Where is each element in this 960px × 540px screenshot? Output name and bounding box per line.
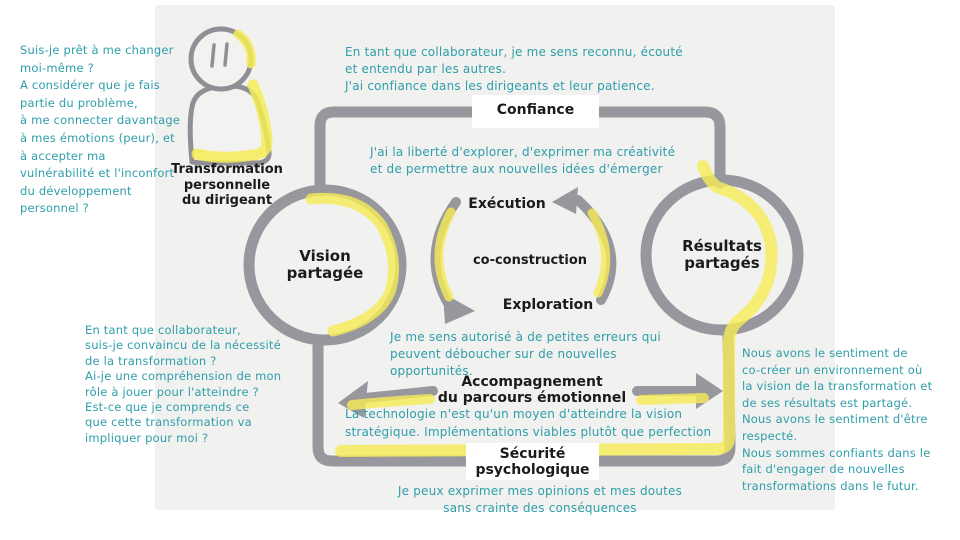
label-execution: Exécution [468,196,546,212]
person-label: Transformation personnelle du dirigeant [171,162,283,208]
statement-top-middle: En tant que collaborateur, je me sens re… [345,45,683,93]
statement-technologie: La technologie n'est qu'un moyen d'attei… [345,407,712,439]
person-icon [187,26,273,166]
highlight-right-loop [335,160,778,457]
highlight-cycle-right [587,208,611,298]
label-resultats: Résultats partagés [682,237,762,272]
securite-box [466,443,599,480]
label-coconstruction: co-construction [472,253,588,268]
arrow-right-head-icon [696,373,723,409]
confiance-box [472,95,599,128]
statement-bottom: Je peux exprimer mes opinions et mes dou… [397,484,683,515]
highlight-left-circle [305,192,400,337]
paper-canvas [155,5,835,510]
vision-circle [243,184,407,346]
resultats-circle [640,174,804,336]
question-left-middle: En tant que collaborateur, suis-je conva… [85,323,282,445]
label-exploration: Exploration [502,297,594,313]
highlight-arrow-left [347,394,435,410]
label-vision: Vision partagée [286,247,364,282]
statement-erreurs: Je me sens autorisé à de petites erreurs… [390,330,661,378]
arrow-left-shaft [360,386,438,403]
cycle-right-arrowhead-icon [552,187,578,214]
label-securite: Sécurité psychologique [475,446,590,478]
statement-right: Nous avons le sentiment de co-créer un e… [742,346,933,493]
highlight-arrow-right [636,393,709,405]
highlight-cycle-left [434,207,456,302]
label-accompagnement: Accompagnement du parcours émotionnel [437,374,627,406]
statement-liberte: J'ai la liberté d'explorer, d'exprimer m… [370,145,676,176]
label-confiance: Confiance [496,102,575,118]
question-top-left: Suis-je prêt à me changer moi-même ? A c… [20,43,181,216]
